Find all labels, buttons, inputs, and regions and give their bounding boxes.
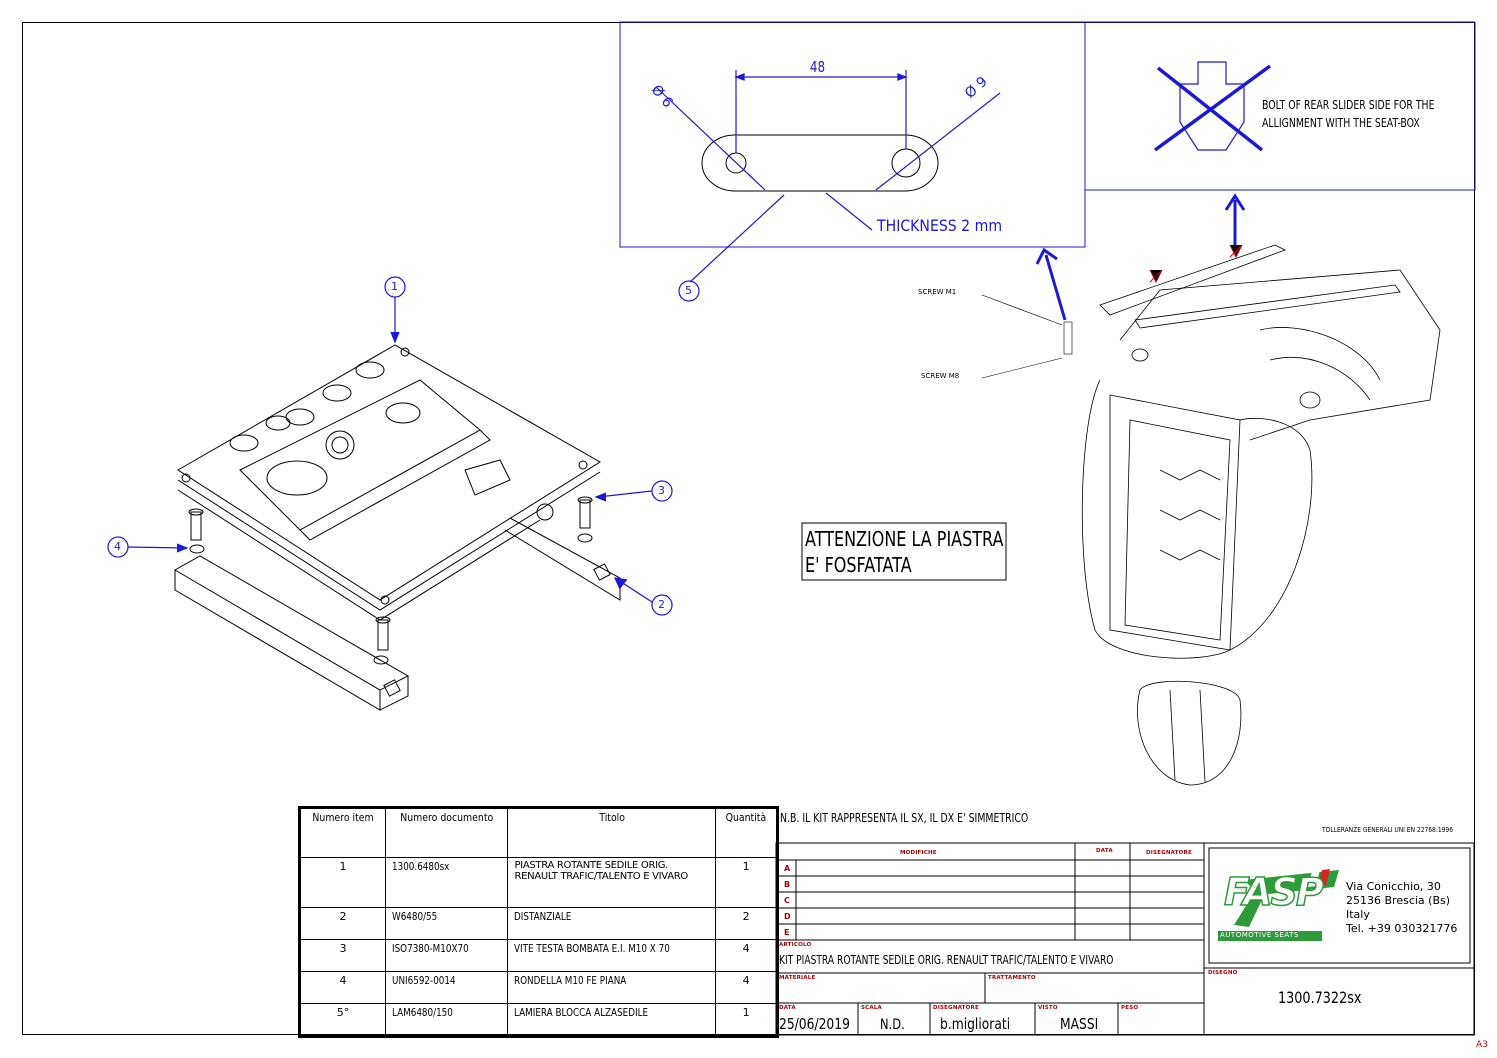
bom-doc: 1300.6480sx — [385, 857, 509, 908]
scala-value: N.D. — [880, 1017, 905, 1033]
bom-qty: 4 — [715, 939, 779, 972]
bom-header-row: Numero item Numero documento Titolo Quan… — [298, 807, 779, 858]
bom-qty: 1 — [715, 857, 779, 908]
seat-drawing — [1081, 244, 1441, 786]
table-row: 4 UNI6592-0014 RONDELLA M10 FE PIANA 4 — [298, 971, 779, 1004]
callout-2: 2 — [658, 598, 665, 611]
address-line3: Italy — [1346, 908, 1370, 921]
phone-line: Tel. +39 030321776 — [1346, 922, 1458, 935]
fasp-logo — [1218, 869, 1339, 941]
bom-title: DISTANZIALE — [507, 907, 717, 940]
logo-subtitle: AUTOMOTIVE SEATS — [1220, 931, 1299, 939]
bom-doc: UNI6592-0014 — [385, 971, 509, 1004]
screws-drawing — [188, 496, 593, 665]
address-line2: 25136 Brescia (Bs) — [1346, 894, 1451, 907]
bolt-note-box — [1084, 21, 1476, 191]
bom-title: PIASTRA ROTANTE SEDILE ORIG. RENAULT TRA… — [507, 857, 717, 908]
bom-header-doc: Numero documento — [385, 807, 509, 858]
callout-5: 5 — [685, 284, 692, 297]
disegno-label: DISEGNO — [1208, 970, 1238, 976]
screw-m8-label: SCREW M8 — [921, 372, 960, 380]
bom-title: LAMIERA BLOCCA ALZASEDILE — [507, 1003, 717, 1037]
bolt-note-line1: BOLT OF REAR SLIDER SIDE FOR THE — [1262, 98, 1435, 112]
visto-label: VISTO — [1038, 1005, 1058, 1011]
table-row: 3 ISO7380-M10X70 VITE TESTA BOMBATA E.I.… — [298, 939, 779, 972]
rotating-plate-drawing — [177, 344, 601, 621]
sheet-size: A3 — [1476, 1040, 1488, 1050]
callout-4: 4 — [114, 540, 121, 553]
disegnatore-col-label: DISEGNATORE — [1146, 850, 1192, 856]
bom-doc: W6480/55 — [385, 907, 509, 940]
tolerance-note: TOLLERANZE GENERALI UNI EN 22768:1996 — [1322, 826, 1453, 834]
bolt-note-line2: ALLIGNMENT WITH THE SEAT-BOX — [1262, 116, 1420, 130]
modifiche-label: MODIFICHE — [900, 850, 937, 856]
warning-text: ATTENZIONE LA PIASTRA E' FOSFATATA — [805, 526, 1003, 578]
bom-table: Numero item Numero documento Titolo Quan… — [298, 806, 780, 1038]
disegnatore-value: b.migliorati — [940, 1015, 1011, 1033]
address-line1: Via Conicchio, 30 — [1346, 880, 1441, 893]
visto-value: MASSI — [1060, 1015, 1099, 1033]
plate-detail — [701, 134, 939, 192]
data-col-label: DATA — [1096, 848, 1113, 854]
bom-header-title: Titolo — [507, 807, 717, 858]
spacer-bar-drawing — [173, 517, 621, 711]
disegnatore-label: DISEGNATORE — [933, 1005, 979, 1011]
bolt-note: BOLT OF REAR SLIDER SIDE FOR THE ALLIGNM… — [1262, 96, 1434, 132]
rev-e: E — [784, 928, 790, 937]
detail-dimensions — [655, 70, 1001, 302]
bom-title: VITE TESTA BOMBATA E.I. M10 X 70 — [507, 939, 717, 972]
bom-item: 5° — [298, 1003, 387, 1037]
bom-qty: 4 — [715, 971, 779, 1004]
table-row: 5° LAM6480/150 LAMIERA BLOCCA ALZASEDILE… — [298, 1003, 779, 1037]
bom-qty: 2 — [715, 907, 779, 940]
data-value: 25/06/2019 — [779, 1015, 850, 1033]
bom-header-item: Numero item — [298, 807, 387, 858]
bom-item: 4 — [298, 971, 387, 1004]
rev-a: A — [784, 864, 791, 873]
rev-d: D — [784, 912, 791, 921]
bom-item: 3 — [298, 939, 387, 972]
rev-b: B — [784, 880, 791, 889]
bom-doc: LAM6480/150 — [385, 1003, 509, 1037]
scala-label: SCALA — [861, 1005, 883, 1011]
bom-doc: ISO7380-M10X70 — [385, 939, 509, 972]
callout-1: 1 — [391, 280, 398, 293]
table-row: 2 W6480/55 DISTANZIALE 2 — [298, 907, 779, 940]
warning-line1: ATTENZIONE LA PIASTRA — [805, 527, 1004, 551]
bom-qty: 1 — [715, 1003, 779, 1037]
nb-note: N.B. IL KIT RAPPRESENTA IL SX, IL DX E' … — [780, 811, 1029, 825]
bolt-crossed-icon — [1153, 61, 1272, 152]
articolo-label: ARTICOLO — [779, 942, 812, 948]
thickness-label: THICKNESS 2 mm — [877, 216, 1003, 235]
seat-red-markers — [1149, 244, 1243, 284]
warning-box — [801, 522, 1007, 581]
warning-line2: E' FOSFATATA — [805, 553, 912, 577]
company-address: Via Conicchio, 30 25136 Brescia (Bs) Ita… — [1346, 880, 1457, 936]
callout-leaders — [107, 276, 673, 616]
trattamento-label: TRATTAMENTO — [988, 975, 1036, 981]
pointer-arrows — [1035, 193, 1246, 321]
callout-3: 3 — [658, 484, 665, 497]
peso-label: PESO — [1121, 1005, 1139, 1011]
bom-header-qty: Quantità — [715, 807, 779, 858]
disegno-value: 1300.7322sx — [1278, 988, 1362, 1007]
screw-m1-label: SCREW M1 — [918, 288, 957, 296]
data-label: DATA — [779, 1005, 796, 1011]
bom-item: 1 — [298, 857, 387, 908]
table-row: 1 1300.6480sx PIASTRA ROTANTE SEDILE ORI… — [298, 857, 779, 908]
bom-title: RONDELLA M10 FE PIANA — [507, 971, 717, 1004]
logo-text: FASP — [1223, 869, 1324, 915]
materiale-label: MATERIALE — [779, 975, 816, 981]
articolo-value: KIT PIASTRA ROTANTE SEDILE ORIG. RENAULT… — [779, 953, 1114, 967]
screw-leaders — [981, 294, 1073, 379]
dim-48: 48 — [809, 58, 826, 76]
rev-c: C — [784, 896, 790, 905]
bom-item: 2 — [298, 907, 387, 940]
